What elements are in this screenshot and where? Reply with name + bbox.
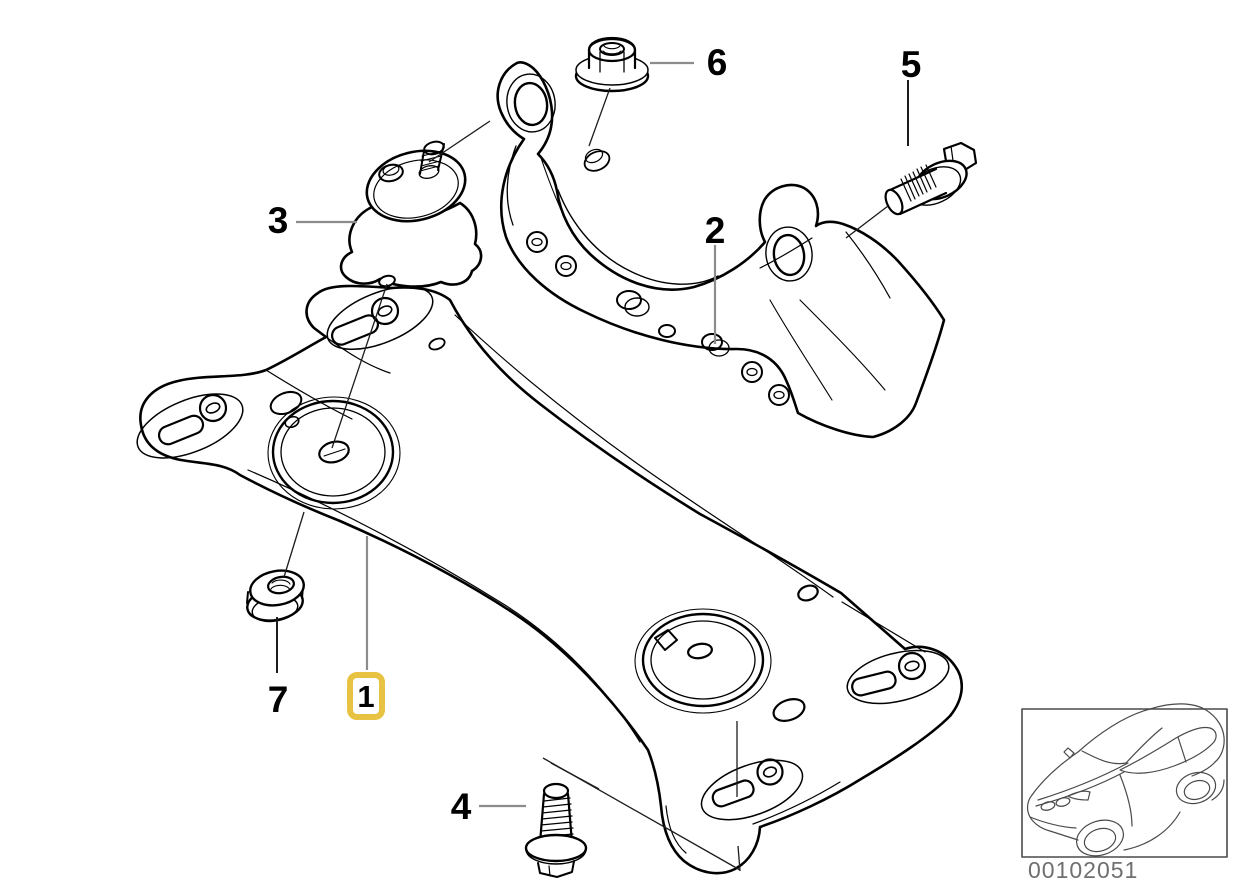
car-sedan-outline-icon — [1026, 703, 1225, 857]
rubber-mount-drawing — [339, 140, 483, 288]
hex-flange-bolt-drawing — [884, 141, 978, 216]
flange-nut-6-drawing — [574, 36, 650, 93]
callout-1-selected[interactable]: 1 — [347, 672, 385, 720]
gearbox-support-bracket-drawing — [496, 61, 946, 439]
transmission-crossmember-drawing — [136, 284, 963, 875]
callout-7[interactable]: 7 — [267, 678, 289, 720]
leader-lines — [276, 61, 909, 872]
callout-2[interactable]: 2 — [704, 209, 726, 251]
diagram-code: 00102051 — [1028, 857, 1139, 883]
car-thumbnail-frame — [1021, 708, 1228, 858]
callout-3[interactable]: 3 — [267, 199, 289, 241]
callout-6[interactable]: 6 — [706, 41, 728, 83]
collar-bolt-drawing — [524, 782, 588, 878]
car-thumbnail — [1021, 703, 1228, 858]
callout-4[interactable]: 4 — [450, 785, 472, 827]
flange-nut-7-drawing — [246, 569, 305, 623]
callout-5[interactable]: 5 — [900, 43, 922, 85]
